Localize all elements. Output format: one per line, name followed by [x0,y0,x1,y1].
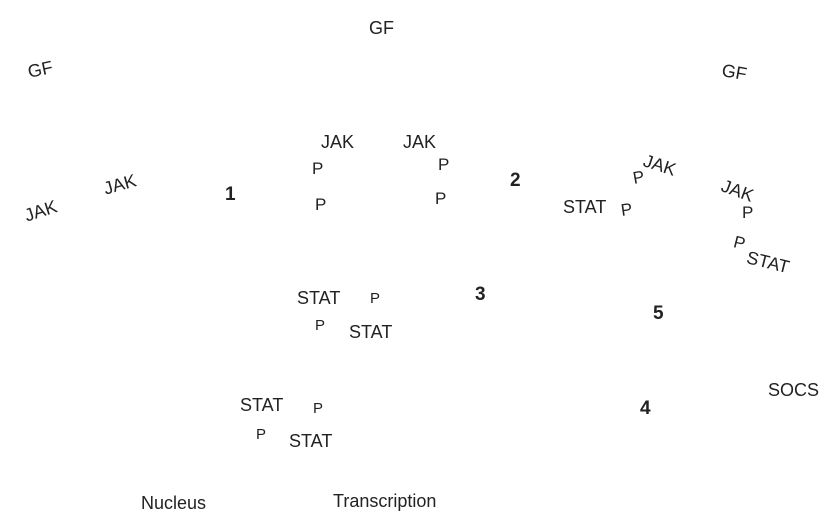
step-number-4: 4 [640,398,651,419]
step-number-5: 5 [653,303,664,324]
stat-label: STAT [563,197,607,217]
jak-label: JAK [321,132,355,152]
phosphate-label: P [315,195,327,214]
phosphate-label: P [435,189,447,208]
phosphate-label: P [313,400,324,417]
jak-label: JAK [403,132,437,152]
phosphate-label: P [619,199,634,220]
stat-label: STAT [349,322,393,342]
phosphate-label: P [312,159,324,178]
stat-label: STAT [297,288,341,308]
gf-top-label: GF [369,18,394,38]
phosphate-label: P [742,203,754,222]
phosphate-label: P [370,290,381,307]
gf-right-label: GF [720,60,749,85]
step-number-3: 3 [475,284,486,305]
jak-label: JAK [21,196,60,226]
stat-label: STAT [240,395,284,415]
jak-label: JAK [718,175,757,206]
phosphate-label: P [438,155,450,174]
step-number-2: 2 [510,170,521,191]
stat-label: STAT [744,247,792,278]
nucleus-label: Nucleus [141,493,207,513]
jak-label: JAK [640,150,679,180]
stat-label: STAT [289,431,333,451]
step-number-1: 1 [225,184,236,205]
phosphate-label: P [315,317,326,334]
jak-label: JAK [101,170,139,199]
transcription-label: Transcription [333,491,437,511]
gf-left-label: GF [25,57,55,82]
phosphate-label: P [731,232,748,254]
phosphate-label: P [256,426,267,443]
socs-label: SOCS [768,380,820,400]
phosphate-label: P [631,167,646,188]
